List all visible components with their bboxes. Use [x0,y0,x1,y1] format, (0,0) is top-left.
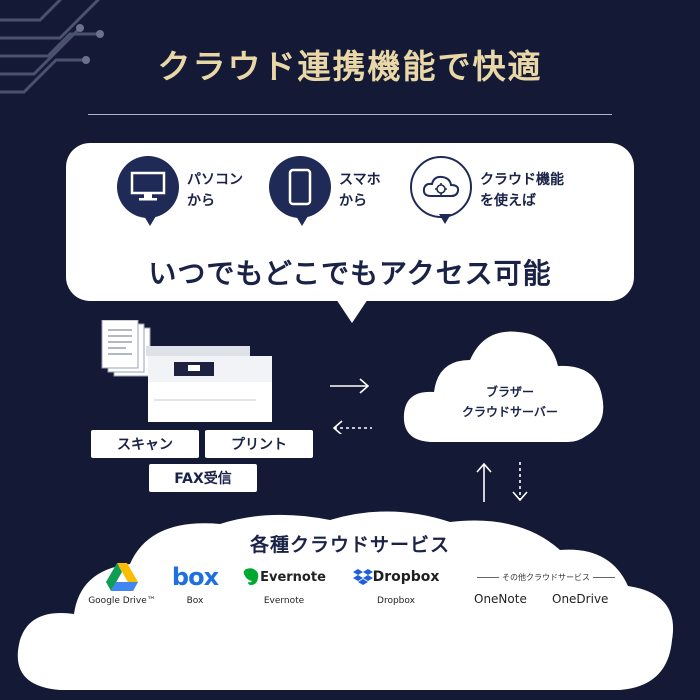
box-logo: box [171,563,219,591]
access-phone: スマホ から [269,156,381,226]
service-evernote: Evernote Evernote [238,562,330,606]
document-icon [101,320,151,377]
cloud-services-shape [17,511,674,690]
service-caption: Box [186,596,204,606]
access-label-pc: パソコン から [187,172,243,209]
brother-cloud-shape [403,331,604,442]
cloud-icon [410,156,472,224]
other-services-heading: その他クラウドサービス [468,572,624,583]
access-label-cloud: クラウド機能 を使えば [480,172,564,209]
access-label-phone: スマホ から [339,172,381,209]
service-caption: Dropbox [377,596,415,606]
google-drive-icon [82,562,162,592]
circuit-decoration [0,0,104,94]
service-dropbox: Dropbox Dropbox [348,562,444,606]
services-title: 各種クラウドサービス [249,534,450,556]
dropbox-logo: Dropbox [372,569,440,585]
dropbox-icon [352,569,373,585]
service-box: box Box [168,562,222,606]
smartphone-icon [269,156,331,226]
service-onedrive: OneDrive [552,592,609,606]
print-tag: プリント [205,430,313,458]
fax-tag: FAX受信 [149,464,257,492]
headline: いつでもどこでもアクセス可能 [148,257,552,290]
bubble-tail [336,299,368,323]
brother-cloud-label: ブラザー クラウドサーバー [462,385,558,419]
evernote-logo: Evernote [260,569,326,585]
service-onenote: OneNote [474,592,527,606]
printer-illustration [101,320,272,422]
service-google-drive: Google Drive™ [82,562,162,606]
vertical-sync-arrows [476,462,528,502]
access-pc: パソコン から [117,156,243,226]
service-caption: Evernote [263,596,305,606]
service-caption: Google Drive™ [88,596,156,606]
evernote-icon [243,568,259,585]
scan-tag: スキャン [91,430,199,458]
title-divider [88,114,612,115]
page-title: クラウド連携機能で快適 [157,47,543,86]
printer-icon [146,346,272,422]
monitor-icon [117,156,179,226]
sync-arrows [330,378,372,434]
access-cloud: クラウド機能 を使えば [410,156,564,224]
